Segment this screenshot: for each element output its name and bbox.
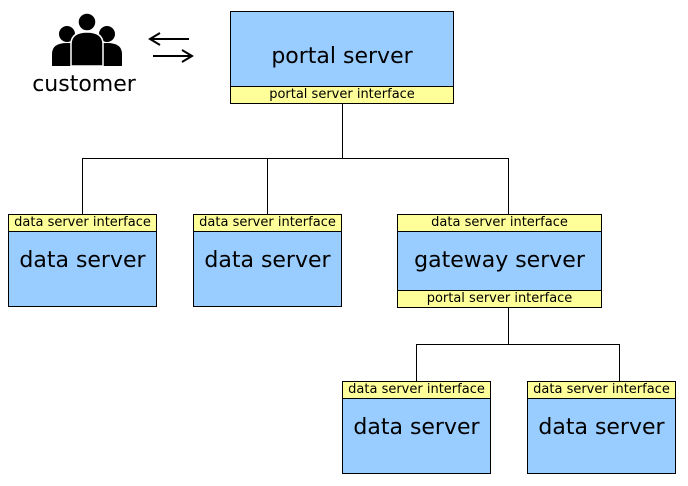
data-server-box: data server interface data server xyxy=(193,214,342,307)
data-server-title: data server xyxy=(353,415,480,440)
data-server-interface: data server interface xyxy=(8,214,157,232)
connector-line xyxy=(416,344,417,381)
customer-label: customer xyxy=(32,72,136,97)
data-server-box: data server interface data server xyxy=(8,214,157,307)
data-server-interface: data server interface xyxy=(193,214,342,232)
gateway-top-interface: data server interface xyxy=(397,214,602,232)
gateway-bottom-interface: portal server interface xyxy=(397,290,602,308)
portal-server-box: portal server portal server interface xyxy=(230,11,454,104)
gateway-server-box: data server interface gateway server por… xyxy=(397,214,602,308)
portal-server-interface: portal server interface xyxy=(230,86,454,104)
data-server-title: data server xyxy=(204,248,331,273)
connector-line xyxy=(267,158,268,214)
connector-line xyxy=(416,344,620,345)
connector-line xyxy=(342,103,343,159)
data-server-interface: data server interface xyxy=(527,381,676,399)
connector-line xyxy=(508,307,509,344)
bidirectional-arrows-icon xyxy=(148,32,194,63)
data-server-interface: data server interface xyxy=(342,381,491,399)
portal-server-title: portal server xyxy=(271,44,413,69)
connector-line xyxy=(508,158,509,214)
data-server-box: data server interface data server xyxy=(342,381,491,474)
data-server-title: data server xyxy=(538,415,665,440)
people-group-icon xyxy=(52,12,122,67)
connector-line xyxy=(619,344,620,381)
data-server-box: data server interface data server xyxy=(527,381,676,474)
connector-line xyxy=(82,158,83,214)
connector-line xyxy=(82,158,509,159)
gateway-server-title: gateway server xyxy=(414,248,585,273)
data-server-title: data server xyxy=(19,248,146,273)
